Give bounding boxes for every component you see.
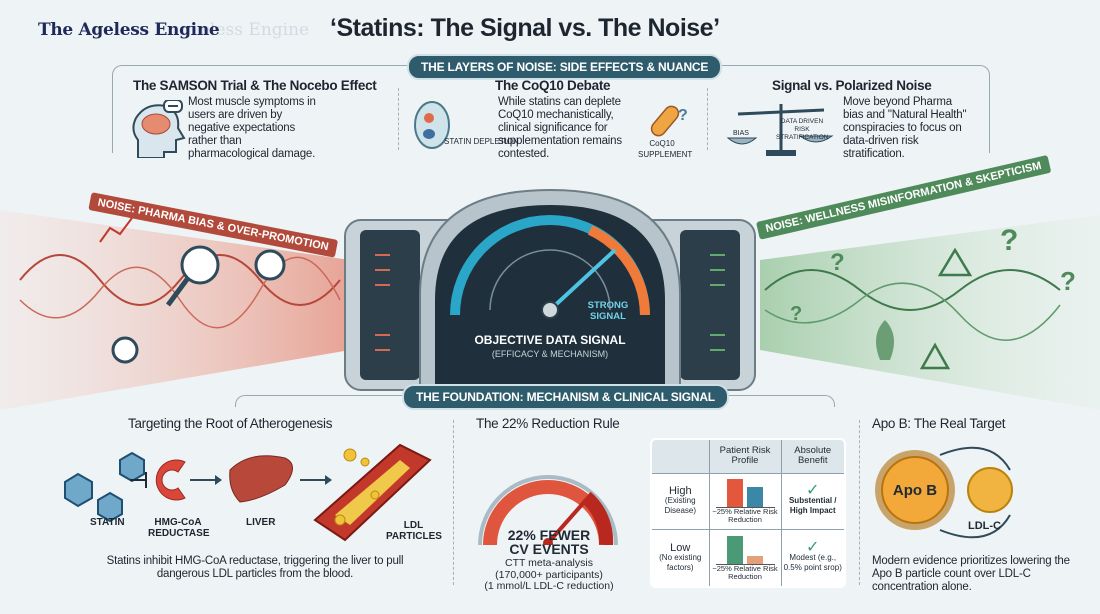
gauge-title: OBJECTIVE DATA SIGNAL: [474, 333, 626, 347]
coq10-capsule-icon: ?: [650, 105, 688, 137]
reduction-heading: The 22% Reduction Rule: [476, 416, 620, 431]
statin-depletion-label: STATIN DEPLETION: [444, 137, 519, 146]
samson-text: Most muscle symptoms in users are driven…: [188, 96, 316, 160]
cell-icon: [414, 101, 450, 149]
divider: [453, 420, 454, 585]
samson-heading: The SAMSON Trial & The Nocebo Effect: [133, 78, 377, 93]
signal-dashboard: [344, 188, 756, 391]
noise-layers-label: THE LAYERS OF NOISE: SIDE EFFECTS & NUAN…: [407, 54, 723, 80]
svg-text:?: ?: [1000, 224, 1018, 257]
risk-note: (Existing Disease): [664, 496, 697, 516]
source-line-3: (1 mmol/L LDL-C reduction): [484, 580, 614, 592]
risk-note: (No existing factors): [659, 553, 702, 573]
polarized-heading: Signal vs. Polarized Noise: [772, 78, 932, 93]
svg-text:?: ?: [1060, 266, 1076, 296]
apob-text: Modern evidence prioritizes lowering the…: [872, 555, 1070, 593]
check-icon: ✓: [806, 482, 820, 500]
reduction-gauge: [478, 475, 618, 545]
apob-heading: Apo B: The Real Target: [872, 416, 1006, 431]
bar-pair: [715, 478, 775, 509]
reduction-source: CTT meta-analysis(170,000+ participants)…: [470, 557, 628, 593]
brain-head-icon: [132, 100, 186, 158]
page-title: ‘Statins: The Signal vs. The Noise’: [330, 14, 720, 42]
mechanism-diagram: [64, 443, 432, 542]
balance-scale-icon: [726, 104, 834, 156]
noise-bands: ? ? ? ?: [0, 210, 1100, 410]
source-line-1: CTT meta-analysis: [505, 557, 593, 569]
foundation-label: THE FOUNDATION: MECHANISM & CLINICAL SIG…: [402, 384, 729, 410]
svg-text:?: ?: [678, 107, 688, 124]
bar-before: [727, 536, 743, 565]
bar-after: [747, 487, 763, 508]
bias-label: BIAS: [733, 130, 749, 137]
chart-caption: ~25% Relative Risk Reduction: [712, 507, 778, 525]
step-hmg-coa: HMG-CoA REDUCTASE: [148, 517, 210, 539]
divider: [859, 420, 860, 585]
watermark: The Ageless Engine: [38, 20, 220, 40]
risk-level: High: [668, 485, 692, 498]
svg-text:?: ?: [830, 249, 845, 276]
step-statin: STATIN: [90, 517, 125, 528]
headline-line-1: 22% FEWER: [507, 527, 591, 543]
chart-caption: ~25% Relative Risk Reduction: [712, 564, 778, 582]
table-row: High(Existing Disease) ~25% Relative Ris…: [652, 472, 844, 531]
step-liver: LIVER: [246, 517, 276, 528]
apob-particle-label: Apo B: [892, 482, 938, 499]
benefit-text: Modest (e.g., 0.5% point srop): [783, 553, 842, 573]
gauge-subtitle: (EFFICACY & MECHANISM): [491, 349, 609, 359]
bar-before: [727, 479, 743, 508]
bar-after: [747, 556, 763, 565]
check-icon: ✓: [806, 539, 820, 557]
benefit-text: Substential / High Impact: [788, 496, 837, 516]
divider: [707, 88, 708, 150]
mechanism-heading: Targeting the Root of Atherogenesis: [128, 416, 333, 431]
risk-level: Low: [670, 542, 691, 555]
bar-pair: [715, 535, 775, 566]
step-ldl-particles: LDL PARTICLES: [386, 520, 442, 542]
svg-text:?: ?: [790, 303, 802, 325]
headline-line-2: CV EVENTS: [509, 541, 589, 557]
data-driven-label: DATA DRIVEN RISK STRATIFICATION: [776, 118, 829, 141]
ldl-c-particle-label: LDL-C: [968, 520, 1001, 532]
polarized-text: Move beyond Pharma bias and "Natural Hea…: [843, 96, 967, 160]
coq10-heading: The CoQ10 Debate: [495, 78, 611, 93]
table-row: Low(No existing factors) ~25% Relative R…: [652, 529, 844, 586]
apob-ldl-diagram: [875, 446, 1013, 539]
divider: [398, 88, 399, 150]
coq10-text: While statins can deplete CoQ10 mechanis…: [498, 96, 622, 160]
header-absolute-benefit: Absolute Benefit: [780, 440, 844, 474]
header-blank: [652, 440, 710, 474]
watermark-ghost: eless Engine: [200, 20, 310, 40]
header-risk-profile: Patient Risk Profile: [708, 440, 782, 474]
source-line-2: (170,000+ participants): [495, 568, 603, 581]
gauge-reading: STRONG SIGNAL: [587, 300, 629, 322]
mechanism-text: Statins inhibit HMG-CoA reductase, trigg…: [106, 555, 404, 580]
coq10-supplement-label: CoQ10 SUPPLEMENT: [638, 139, 693, 159]
